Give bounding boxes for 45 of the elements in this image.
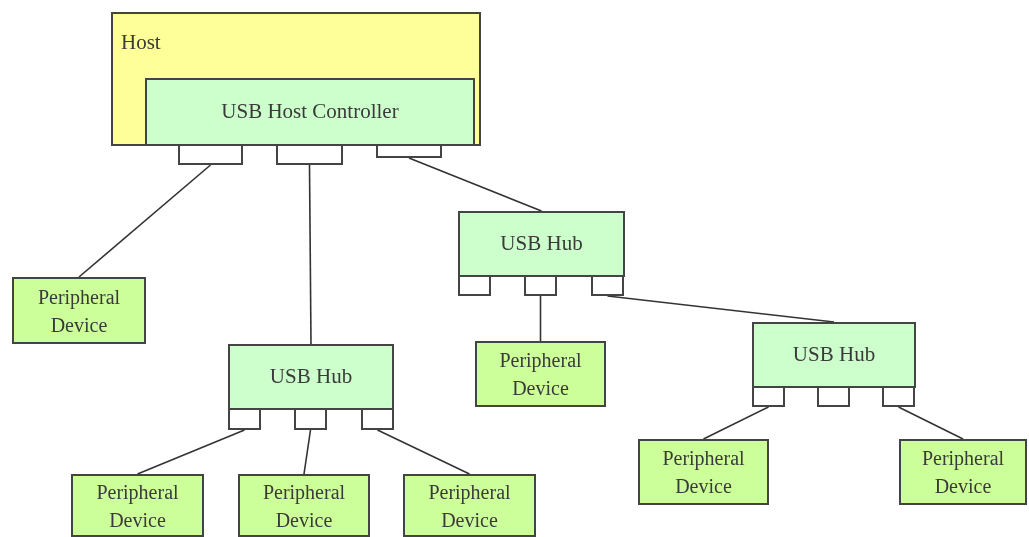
connector-line — [539, 295, 542, 342]
port-box — [376, 144, 442, 158]
node-label: USB Hub — [792, 341, 876, 369]
hub-box — [458, 211, 625, 277]
node-label: Peripheral Device — [427, 479, 512, 533]
device-box — [899, 439, 1027, 505]
connector-line — [376, 429, 471, 475]
node-label: Peripheral Device — [261, 479, 347, 533]
node-label: Peripheral Device — [95, 479, 180, 533]
node-label: Peripheral Device — [661, 446, 746, 499]
device-box — [71, 474, 204, 537]
node-label: Peripheral Device — [498, 348, 583, 401]
port-box — [361, 408, 394, 430]
node-label: Peripheral Device — [36, 284, 122, 338]
host-box — [111, 12, 481, 146]
connector-line — [78, 164, 212, 278]
port-box — [276, 144, 343, 165]
port-box — [294, 408, 327, 430]
port-box — [817, 386, 850, 407]
port-box — [882, 386, 915, 407]
connector-line — [308, 164, 312, 345]
port-box — [458, 275, 491, 296]
connector-line — [303, 429, 312, 475]
hub-box — [145, 78, 475, 146]
hub-box — [228, 344, 394, 410]
port-box — [591, 275, 624, 296]
connector-line — [702, 406, 770, 440]
node-label: USB Hub — [269, 363, 353, 391]
port-box — [228, 408, 261, 430]
device-box — [12, 277, 146, 344]
node-label: USB Host Controller — [221, 98, 399, 126]
node-label: USB Hub — [500, 230, 583, 258]
device-box — [638, 439, 769, 505]
node-label: Peripheral Device — [920, 446, 1006, 499]
connector-line — [897, 406, 964, 440]
port-box — [752, 386, 785, 407]
device-box — [403, 474, 536, 537]
hub-box — [752, 322, 916, 388]
port-box — [524, 275, 557, 296]
port-box — [178, 144, 243, 165]
connector-line — [408, 157, 543, 212]
node-label: Host — [121, 29, 161, 56]
device-box — [475, 341, 606, 407]
device-box — [238, 474, 370, 537]
connector-line — [136, 429, 246, 475]
